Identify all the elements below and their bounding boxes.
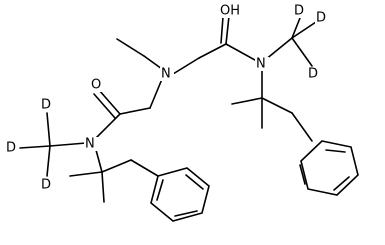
phenyl-ring-left (150, 167, 210, 222)
carbonyl-oxygen-label: O (91, 78, 101, 93)
bond-c-n-right (225, 43, 256, 61)
bond-c-o-left-double (93, 93, 116, 119)
ethyl-group (116, 38, 163, 70)
bond-n-left-cd3 (49, 142, 87, 147)
bond-cd3-d-top (291, 17, 301, 39)
bond-c-n-left (95, 113, 121, 139)
bond-n-left-cq (95, 149, 103, 173)
left-nitrogen-label: N (85, 137, 95, 152)
bond-ethyl-ch3-ch2 (116, 38, 145, 57)
bond-cd3-left-d-bottom (46, 145, 51, 177)
bond-n-ch2-right (172, 57, 200, 75)
bond-cd3-left-d-mid (19, 145, 51, 149)
deuterium-right-bottom-label: D (308, 67, 318, 82)
bond-ch2-c-left (119, 107, 151, 115)
bond-c-oh (225, 15, 230, 45)
right-nitrogen-label: N (256, 57, 266, 72)
bond-ch2-phenyl-left (130, 159, 159, 177)
bond-ch2-phenyl-right (291, 112, 313, 142)
deuterium-left-top-label: D (41, 98, 51, 113)
bond-cq-left-me1 (69, 171, 103, 177)
bond-cd3-d-mid (291, 21, 317, 39)
bond-ch2-c-right (198, 43, 227, 59)
bond-ethyl-ch2-n (143, 55, 163, 70)
bond-c-oh-double (220, 16, 224, 44)
bond-cq-left-ch2 (101, 159, 132, 173)
deuterium-left-bottom-label: D (41, 178, 51, 193)
deuterium-right-mid-label: D (316, 11, 326, 26)
bond-cd3-left-d-top (46, 112, 51, 147)
bond-cq-right-me1 (231, 97, 263, 105)
deuterium-right-top-label: D (294, 4, 304, 19)
hydroxyl-label: OH (220, 4, 240, 19)
bond-c-o-left (98, 89, 121, 115)
deuterium-left-mid-label: D (6, 141, 16, 156)
bond-cq-right-ch2 (261, 97, 293, 114)
central-nitrogen-label: N (161, 67, 171, 82)
bond-n-right-cd3 (264, 37, 293, 61)
bond-n-ch2-left (149, 78, 163, 109)
bond-cq-left-me2 (101, 171, 105, 203)
phenyl-ring-right (299, 140, 359, 196)
bond-cd3-d-bottom (291, 37, 313, 67)
